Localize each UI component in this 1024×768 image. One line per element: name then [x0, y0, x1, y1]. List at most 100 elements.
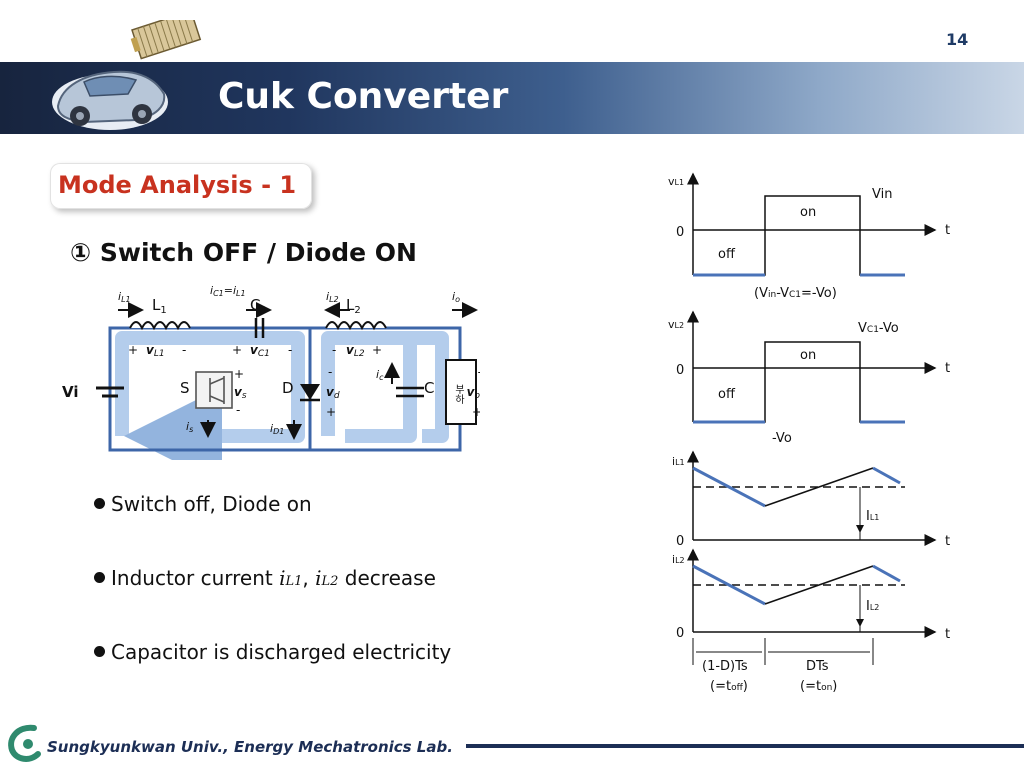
bullet-math-il2: i — [315, 566, 322, 590]
bullet-capacitor: Capacitor is discharged electricity — [94, 640, 451, 664]
vl1-low-label: (V — [754, 286, 768, 301]
capacitor-c1-symbol — [254, 318, 265, 338]
inductor-l2-symbol — [325, 321, 387, 331]
section-tab — [50, 163, 312, 209]
vl2-plus: + — [372, 343, 382, 357]
vl1-label: v — [146, 343, 155, 357]
vs-plus: + — [234, 367, 244, 381]
svg-text:L1: L1 — [152, 296, 167, 316]
bullet-text-suffix: decrease — [338, 566, 436, 590]
svg-text:vo: vo — [467, 385, 480, 401]
title-banner — [0, 62, 1024, 134]
load-label: 부하 — [453, 384, 465, 405]
il1-ripple-sub: L1 — [870, 513, 880, 522]
il2-t-label: t — [945, 627, 950, 642]
vd-plus: + — [326, 405, 336, 419]
slide-number: 14 — [946, 30, 969, 49]
svg-text:IL1: IL1 — [866, 509, 879, 524]
timing-off-end: ) — [743, 679, 748, 694]
svg-text:iD1: iD1 — [270, 422, 284, 436]
bullet-math-il2-sub: L2 — [321, 574, 339, 589]
vo-label-sub: o — [474, 391, 480, 401]
il2-label: i — [326, 290, 329, 303]
bullet-dot — [94, 498, 105, 509]
is-label-sub: s — [189, 425, 193, 434]
svg-text:iL1: iL1 — [672, 455, 685, 468]
vc1-label: v — [250, 343, 259, 357]
bullet-dot — [94, 646, 105, 657]
timing-off-duration: (1-D)Ts — [702, 659, 748, 674]
vl2-t-label: t — [945, 361, 950, 376]
vl2-minus: - — [332, 343, 336, 357]
vl2-high-label: V — [858, 321, 867, 336]
vl1-axis-sub: L1 — [675, 178, 685, 187]
timing-on-duration: DTs — [806, 659, 829, 674]
svg-text:IL2: IL2 — [866, 599, 879, 614]
il2-zero-label: 0 — [676, 626, 684, 641]
vc1-plus: + — [232, 343, 242, 357]
timing-markers: (1-D)Ts (=toff) DTs (=ton) — [692, 638, 874, 694]
ic1-eq-label: =i — [224, 284, 236, 297]
svg-text:(=toff): (=toff) — [710, 679, 748, 694]
voltage-source-symbol — [96, 386, 124, 398]
bullet-text: Capacitor is discharged electricity — [111, 640, 452, 664]
svg-text:vL1: vL1 — [146, 343, 165, 359]
university-logo — [8, 724, 41, 762]
ic-label-sub: c — [379, 373, 384, 382]
vl1-low-mid: -V — [776, 286, 789, 301]
svg-text:iL2: iL2 — [326, 290, 339, 304]
vl1-on-label: on — [800, 205, 816, 220]
bullet-separator: , — [302, 566, 316, 590]
il2-ripple-sub: L2 — [870, 603, 880, 612]
ic1-label-sub: C1 — [213, 289, 224, 298]
diode-symbol — [300, 384, 320, 402]
vl2-high-sub: C1 — [867, 325, 879, 335]
vc1-minus: - — [288, 343, 292, 357]
fuel-cell-car-illustration — [52, 20, 202, 130]
svg-text:is: is — [186, 420, 193, 434]
bullet-math-il1: i — [279, 566, 286, 590]
vd-label-sub: d — [334, 391, 340, 401]
switch-label: S — [180, 379, 190, 397]
il1-axis-label: i — [672, 455, 675, 468]
vs-label-sub: s — [242, 391, 247, 401]
vs-label: v — [234, 385, 243, 399]
vl1-minus: - — [182, 343, 186, 357]
svg-text:ic: ic — [376, 368, 384, 382]
waveform-il1: iL1 0 t IL1 — [672, 450, 950, 549]
vl2-axis-sub: L2 — [675, 321, 685, 330]
vl1-t-label: t — [945, 223, 950, 238]
vl1-plus: + — [128, 343, 138, 357]
vo-minus: - — [478, 365, 480, 379]
svg-text:vd: vd — [326, 385, 340, 401]
l1-label: L — [152, 296, 161, 314]
diode-label: D — [282, 379, 294, 397]
vs-minus: - — [236, 403, 240, 417]
svg-text:vL2: vL2 — [346, 343, 365, 359]
waveform-vl1: vL1 0 t Vin on off (Vin-VC1=-Vo) — [668, 172, 950, 301]
io-label-sub: o — [455, 295, 460, 304]
svg-text:vs: vs — [234, 385, 247, 401]
bullet-text-prefix: Inductor current — [111, 566, 280, 590]
il1-axis-sub: L1 — [675, 458, 685, 467]
ic-label: i — [376, 368, 379, 381]
inductor-l1-symbol — [129, 321, 191, 331]
il1-label: i — [118, 290, 121, 303]
vl2-high-end: -Vo — [879, 321, 899, 336]
bullet-text: Switch off, Diode on — [111, 492, 312, 516]
cuk-circuit-diagram: Vi S D C L1 C1 L2 iL1 iC1=iL1 iL2 io ic … — [62, 284, 480, 460]
il2-ripple-label: I — [866, 599, 870, 614]
svg-text:io: io — [452, 290, 460, 304]
vo-label: v — [467, 385, 476, 399]
ic1-label: i — [210, 284, 213, 297]
section-label: Mode Analysis - 1 — [58, 171, 297, 199]
il2-axis-sub: L2 — [675, 556, 685, 565]
is-label: i — [186, 420, 189, 433]
vo-plus: + — [472, 405, 480, 419]
id1-label: i — [270, 422, 273, 435]
mode-heading: ① Switch OFF / Diode ON — [70, 238, 417, 267]
footer-divider — [466, 744, 1024, 748]
vl2-label: v — [346, 343, 355, 357]
timing-on-sub: on — [821, 683, 832, 693]
il1-t-label: t — [945, 534, 950, 549]
